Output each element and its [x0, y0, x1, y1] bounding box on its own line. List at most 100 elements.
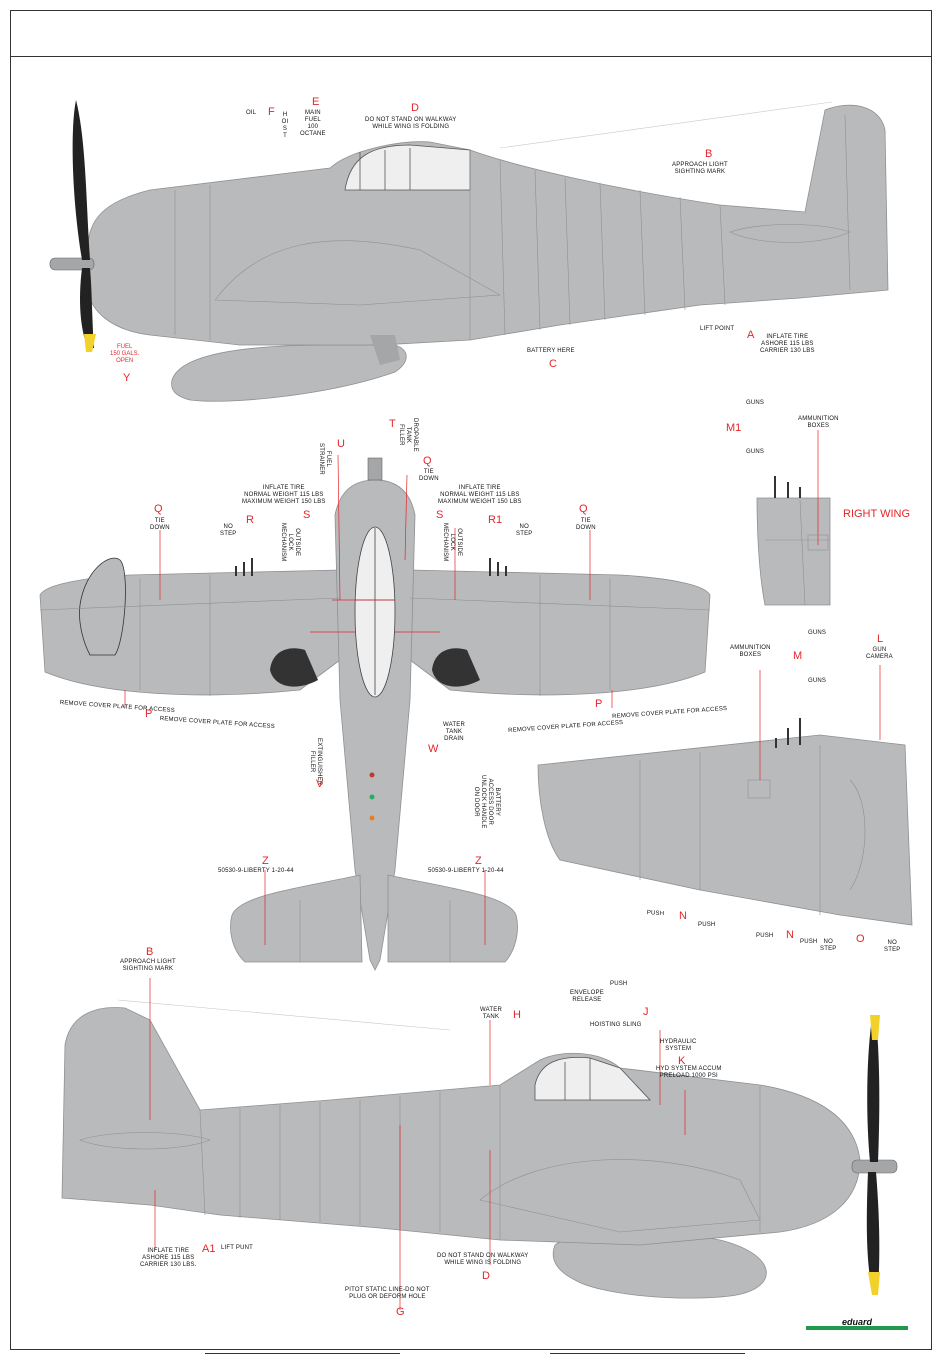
callout-a1: A1	[202, 1243, 216, 1255]
footer-rule-left	[205, 1353, 400, 1354]
wing-detail-large	[537, 665, 913, 926]
push-label-4: PUSH	[800, 939, 818, 945]
header-band	[10, 10, 932, 57]
ammo-boxes-2: AMMUNITION BOXES	[730, 645, 771, 658]
inflate-right-label: INFLATE TIRE NORMAL WEIGHT 115 LBS MAXIM…	[438, 485, 522, 505]
callout-n-1: N	[679, 910, 687, 922]
callout-q-left: Q	[154, 503, 163, 515]
callout-q-center: Q	[423, 455, 432, 467]
callout-r1: R1	[488, 514, 503, 526]
ammo-boxes-1: AMMUNITION BOXES	[798, 416, 839, 429]
battery-label: BATTERY HERE	[527, 348, 575, 354]
callout-b-bottom: B	[146, 946, 154, 958]
pitot-label: PITOT STATIC LINE-DO NOT PLUG OR DEFORM …	[345, 1287, 430, 1300]
callout-z-left: Z	[262, 855, 269, 867]
callout-w: W	[428, 743, 439, 755]
callout-d-bottom: D	[482, 1270, 490, 1282]
callout-r: R	[246, 514, 254, 526]
eduard-logo: eduard	[806, 1317, 908, 1330]
water-tank-label-bottom: WATER TANK	[480, 1007, 502, 1020]
approach-label-top: APPROACH LIGHT SIGHTING MARK	[672, 162, 728, 175]
inflate-left-label: INFLATE TIRE NORMAL WEIGHT 115 LBS MAXIM…	[242, 485, 326, 505]
fuel-strainer-label: FUEL STRAINER	[318, 443, 331, 475]
guns-label-2: GUNS	[746, 449, 765, 455]
walkway-label-bottom: DO NOT STAND ON WALKWAY WHILE WING IS FO…	[437, 1253, 529, 1266]
push-label-bottom: PUSH	[610, 981, 628, 987]
canopy-top	[344, 144, 471, 191]
tie-down-center: TIE DOWN	[419, 469, 439, 482]
left-tailplane	[230, 874, 363, 963]
guns-label-4: GUNS	[808, 678, 827, 684]
callout-b-top: B	[705, 148, 713, 160]
tie-down-right: TIE DOWN	[576, 518, 596, 531]
outside-lock-right: OUTSIDE LOCK MECHANISM	[442, 523, 462, 562]
callout-p-right: P	[595, 698, 603, 710]
no-step-left: NO STEP	[220, 524, 237, 537]
side-view-top	[49, 100, 889, 402]
sheet-frame	[10, 10, 932, 1350]
callout-n-2: N	[786, 929, 794, 941]
walkway-label-top: DO NOT STAND ON WALKWAY WHILE WING IS FO…	[365, 117, 457, 130]
callout-e: E	[312, 96, 320, 108]
water-tank-drain: WATER TANK DRAIN	[443, 722, 465, 742]
side-view-bottom	[61, 978, 898, 1310]
callout-m: M	[793, 650, 803, 662]
main-fuel-label: MAIN FUEL 100 OCTANE	[300, 110, 326, 137]
hydraulic-system-label: HYDRAULIC SYSTEM	[660, 1039, 697, 1052]
tie-down-left: TIE DOWN	[150, 518, 170, 531]
no-step-right: NO STEP	[516, 524, 533, 537]
outside-lock-left: OUTSIDE LOCK MECHANISM	[280, 523, 300, 562]
fuselage-bottom	[61, 1007, 861, 1246]
lift-point-label-top: LIFT POINT	[700, 326, 735, 332]
inflate-label-bottom: INFLATE TIRE ASHORE 115 LBS CARRIER 130 …	[140, 1248, 197, 1268]
callout-q-right: Q	[579, 503, 588, 515]
callout-f: F	[268, 106, 275, 118]
oil-label: OIL	[246, 110, 257, 116]
guns-label-1: GUNS	[746, 400, 765, 406]
dropable-tank-label: DROPABLE TANK FILLER	[398, 418, 418, 452]
callout-l: L	[877, 633, 884, 645]
inflate-label-top: INFLATE TIRE ASHORE 115 LBS CARRIER 130 …	[760, 334, 815, 354]
serial-right: 50530-9-LIBERTY 1-20-44	[428, 868, 504, 874]
hyd-accum-label: HYD SYSTEM ACCUM PRELOAD 1000 PSI	[656, 1066, 722, 1079]
hoist-label: HOIST	[281, 112, 289, 139]
callout-o: O	[856, 933, 865, 945]
callout-y: Y	[123, 372, 131, 384]
push-label-3: PUSH	[756, 933, 774, 939]
no-step-wing-2: NO STEP	[884, 940, 901, 953]
push-label-2: PUSH	[698, 922, 716, 928]
callout-m1: M1	[726, 422, 742, 434]
hoisting-sling-label: HOISTING SLING	[590, 1022, 642, 1028]
callout-a: A	[747, 329, 755, 341]
callout-p-left: P	[145, 708, 153, 720]
fuselage-top	[87, 104, 889, 346]
plan-view	[39, 454, 711, 971]
callout-t: T	[389, 418, 396, 430]
battery-access-label: BATTERY ACCESS DOOR UNLOCK HANDLE ON DOO…	[473, 775, 500, 829]
fuel-150-label: FUEL 150 GALS. OPEN	[110, 344, 140, 364]
callout-j: J	[643, 1006, 649, 1018]
callout-d-top: D	[411, 102, 419, 114]
no-step-wing-1: NO STEP	[820, 939, 837, 952]
approach-label-bottom: APPROACH LIGHT SIGHTING MARK	[120, 959, 176, 972]
lift-point-label-bottom: LIFT PUNT	[221, 1245, 254, 1251]
envelope-release-label: ENVELOPE RELEASE	[570, 990, 604, 1003]
callout-s-right: S	[436, 509, 444, 521]
callout-s-left: S	[303, 509, 311, 521]
callout-k: K	[678, 1055, 686, 1067]
footer-rule-right	[550, 1353, 745, 1354]
gun-camera-label: GUN CAMERA	[866, 647, 893, 660]
right-wing-title: RIGHT WING	[843, 508, 911, 520]
callout-z-right: Z	[475, 855, 482, 867]
callout-c: C	[549, 358, 557, 370]
push-label-1: PUSH	[646, 910, 665, 918]
right-tailplane	[387, 874, 518, 963]
wing-detail-small	[756, 430, 831, 606]
logo-text: eduard	[842, 1317, 873, 1327]
callout-h: H	[513, 1009, 521, 1021]
callout-u: U	[337, 438, 345, 450]
callout-g: G	[396, 1306, 405, 1318]
drop-tank-top	[171, 344, 407, 402]
callout-v: V	[316, 778, 324, 790]
